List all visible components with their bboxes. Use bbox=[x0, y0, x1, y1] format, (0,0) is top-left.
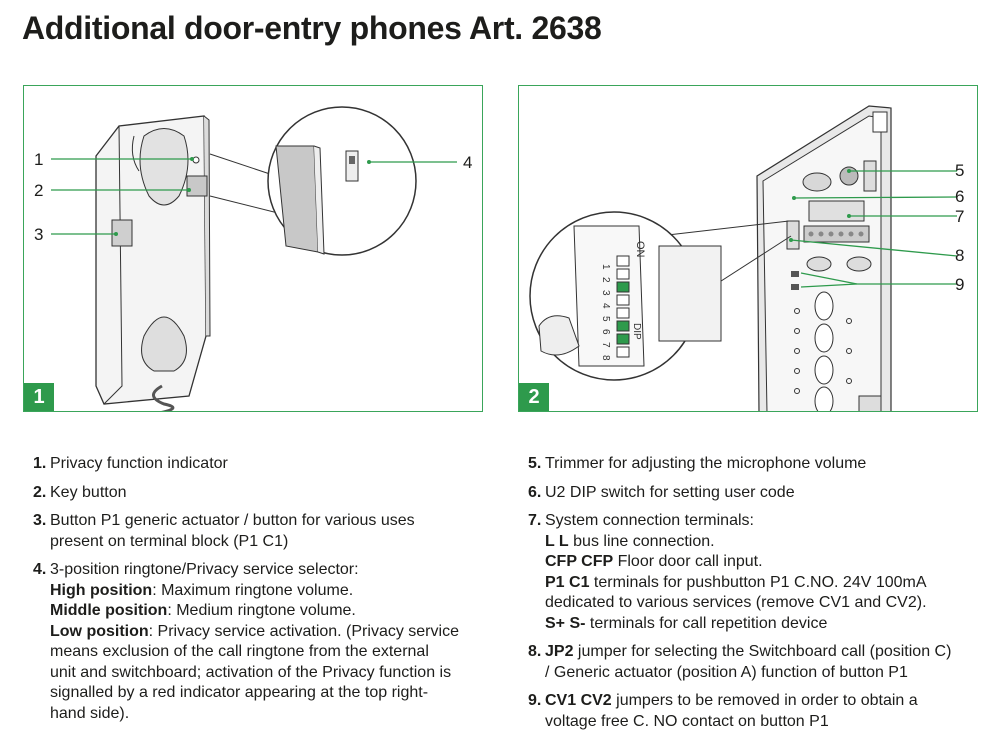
legend-text: signalled by a red indicator appearing a… bbox=[50, 684, 429, 701]
callout-9: 9 bbox=[955, 275, 964, 294]
legend-text: Key button bbox=[50, 483, 127, 501]
legend-bold: JP2 bbox=[545, 643, 574, 660]
legend-number: 1. bbox=[33, 455, 47, 472]
legend-item-8: 8. JP2 jumper for selecting the Switchbo… bbox=[528, 642, 988, 683]
legend-left: 1. Privacy function indicator 2. Key but… bbox=[33, 454, 493, 732]
legend-text: means exclusion of the call ringtone fro… bbox=[50, 643, 429, 660]
callout-4: 4 bbox=[463, 153, 472, 172]
legend-number: 2. bbox=[33, 483, 47, 501]
dip-number: 1 bbox=[600, 264, 611, 270]
page-title: Additional door-entry phones Art. 2638 bbox=[22, 10, 602, 46]
legend-item-2: 2. Key button bbox=[33, 483, 493, 504]
legend-text: 3-position ringtone/Privacy service sele… bbox=[50, 561, 359, 578]
legend-right: 5. Trimmer for adjusting the microphone … bbox=[528, 454, 988, 740]
legend-bold: CV1 CV2 bbox=[545, 692, 612, 709]
figure-1-number: 1 bbox=[24, 383, 54, 411]
callout-1: 1 bbox=[34, 150, 43, 169]
callout-3: 3 bbox=[34, 225, 43, 244]
legend-row: P1 C1 terminals for pushbutton P1 C.NO. … bbox=[545, 573, 988, 594]
legend-text: : Privacy service activation. (Privacy s… bbox=[148, 622, 459, 640]
legend-item-5: 5. Trimmer for adjusting the microphone … bbox=[528, 454, 988, 475]
legend-row: S+ S- terminals for call repetition devi… bbox=[545, 614, 988, 635]
legend-text: hand side). bbox=[50, 704, 130, 722]
callout-8: 8 bbox=[955, 246, 964, 265]
dip-number: 3 bbox=[600, 290, 611, 296]
legend-row: High position: Maximum ringtone volume. bbox=[50, 581, 493, 602]
legend-text: Button P1 generic actuator / button for … bbox=[50, 512, 415, 529]
legend-row: Middle position: Medium ringtone volume. bbox=[50, 601, 493, 622]
legend-item-3: 3. Button P1 generic actuator / button f… bbox=[33, 511, 493, 552]
dip-number: 2 bbox=[600, 277, 611, 283]
legend-text: System connection terminals: bbox=[545, 512, 754, 529]
legend-row: CFP CFP Floor door call input. bbox=[545, 552, 988, 573]
legend-bold: P1 C1 bbox=[545, 573, 590, 591]
dip-on-label: ON bbox=[634, 241, 646, 258]
legend-item-7: 7. System connection terminals: L L bus … bbox=[528, 511, 988, 634]
callout-2: 2 bbox=[34, 181, 43, 200]
legend-text: present on terminal block (P1 C1) bbox=[50, 532, 289, 550]
legend-item-4: 4. 3-position ringtone/Privacy service s… bbox=[33, 560, 493, 724]
dip-number: 4 bbox=[600, 303, 611, 309]
legend-number: 4. bbox=[33, 561, 47, 578]
figure-1: 1 2 3 4 1 bbox=[23, 85, 483, 412]
legend-text: jumper for selecting the Switchboard cal… bbox=[573, 643, 952, 660]
legend-row: JP2 jumper for selecting the Switchboard… bbox=[545, 642, 988, 663]
dip-number: 7 bbox=[600, 342, 611, 348]
circuit-board-illustration: ON DIP 1 2 3 4 5 6 7 8 5 6 7 8 9 bbox=[529, 105, 964, 411]
legend-text: dedicated to various services (remove CV… bbox=[545, 594, 927, 611]
legend-bold: Low position bbox=[50, 622, 149, 640]
legend-text: jumpers to be removed in order to obtain… bbox=[611, 692, 918, 709]
legend-text: unit and switchboard; activation of the … bbox=[50, 663, 452, 681]
legend-text: / Generic actuator (position A) function… bbox=[545, 663, 908, 681]
dip-number: 8 bbox=[600, 355, 611, 361]
dip-number: 5 bbox=[600, 316, 611, 322]
legend-text: terminals for pushbutton P1 C.NO. 24V 10… bbox=[589, 573, 927, 591]
legend-bold: L L bbox=[545, 532, 569, 550]
handset-illustration: 1 2 3 4 bbox=[34, 106, 472, 411]
legend-text: terminals for call repetition device bbox=[585, 614, 828, 632]
dip-number: 6 bbox=[600, 329, 611, 335]
callout-5: 5 bbox=[955, 161, 964, 180]
legend-text: Trimmer for adjusting the microphone vol… bbox=[545, 455, 867, 472]
callout-7: 7 bbox=[955, 207, 964, 226]
legend-number: 8. bbox=[528, 643, 542, 660]
legend-row: Low position: Privacy service activation… bbox=[50, 622, 493, 643]
legend-row: L L bus line connection. bbox=[545, 532, 988, 553]
legend-item-6: 6. U2 DIP switch for setting user code bbox=[528, 483, 988, 504]
legend-text: : Maximum ringtone volume. bbox=[152, 581, 354, 599]
legend-text: U2 DIP switch for setting user code bbox=[545, 483, 795, 501]
legend-bold: S+ S- bbox=[545, 614, 586, 632]
legend-text: voltage free C. NO contact on button P1 bbox=[545, 712, 829, 730]
legend-text: Floor door call input. bbox=[613, 553, 763, 570]
legend-bold: High position bbox=[50, 581, 153, 599]
callout-6: 6 bbox=[955, 187, 964, 206]
legend-text: bus line connection. bbox=[568, 532, 715, 550]
legend-number: 6. bbox=[528, 483, 542, 501]
legend-number: 5. bbox=[528, 455, 542, 472]
legend-number: 3. bbox=[33, 512, 47, 529]
legend-text: : Medium ringtone volume. bbox=[167, 602, 356, 619]
figure-2-number: 2 bbox=[519, 383, 549, 411]
legend-number: 9. bbox=[528, 692, 542, 709]
legend-number: 7. bbox=[528, 512, 542, 529]
legend-item-1: 1. Privacy function indicator bbox=[33, 454, 493, 475]
legend-item-9: 9. CV1 CV2 jumpers to be removed in orde… bbox=[528, 691, 988, 732]
legend-bold: Middle position bbox=[50, 602, 168, 619]
legend-text: Privacy function indicator bbox=[50, 455, 228, 472]
legend-bold: CFP CFP bbox=[545, 553, 614, 570]
legend-row: CV1 CV2 jumpers to be removed in order t… bbox=[545, 691, 988, 712]
figure-2: ON DIP 1 2 3 4 5 6 7 8 5 6 7 8 9 2 bbox=[518, 85, 978, 412]
dip-label: DIP bbox=[631, 323, 642, 340]
